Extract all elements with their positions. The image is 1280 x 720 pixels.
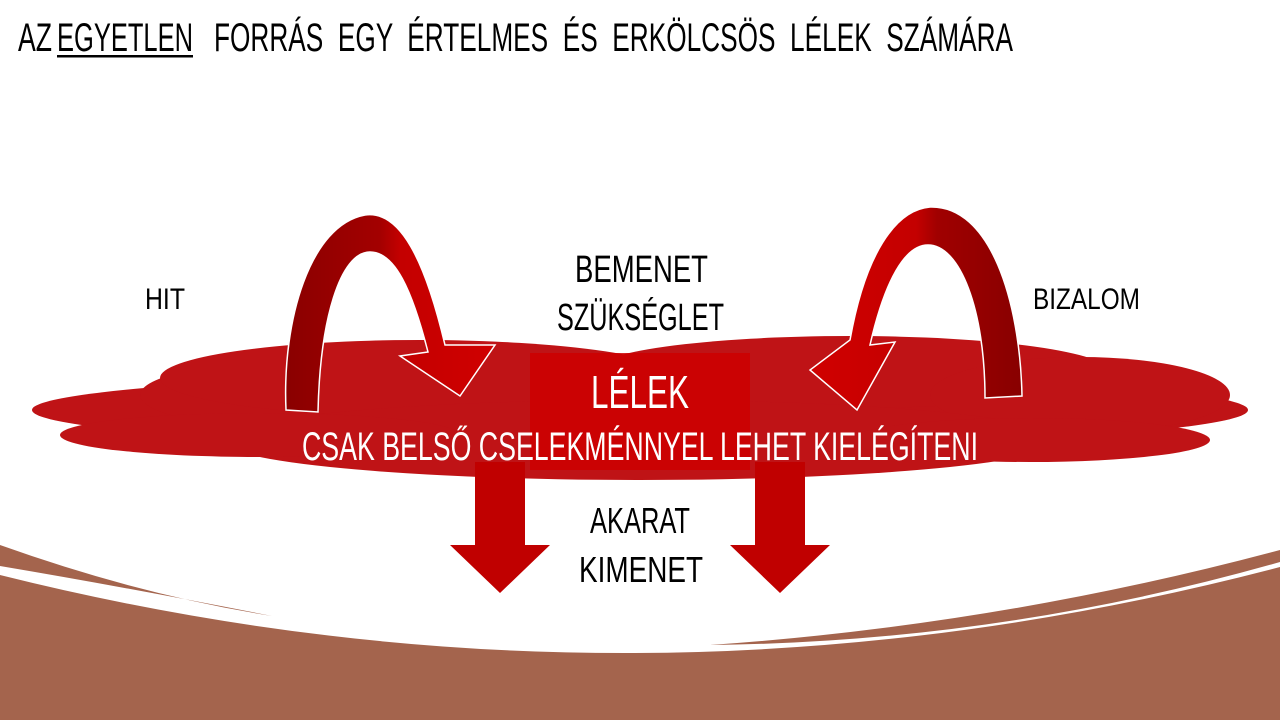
label-bemenet: BEMENET	[575, 249, 708, 291]
label-bizalom: BIZALOM	[1033, 283, 1140, 316]
title-prefix: AZ	[18, 16, 52, 60]
left-down-arrow	[450, 462, 550, 593]
label-lelek: LÉLEK	[591, 366, 689, 418]
label-kimenet: KIMENET	[579, 549, 703, 590]
title-rest: FORRÁS EGY ÉRTELMES ÉS ERKÖLCSÖS LÉLEK S…	[214, 15, 1013, 60]
title-underline	[57, 55, 193, 58]
right-down-arrow	[730, 462, 830, 593]
left-curved-arrow	[284, 214, 497, 413]
label-center-subtitle: CSAK BELSŐ CSELEKMÉNNYEL LEHET KIELÉGÍTE…	[302, 424, 978, 469]
bottom-wave-decoration	[0, 545, 1280, 720]
right-curved-arrow	[808, 206, 1023, 412]
title-underlined-word: EGYETLEN	[57, 16, 193, 60]
slide-title: AZ EGYETLEN FORRÁS EGY ÉRTELMES ÉS ERKÖL…	[18, 15, 1013, 60]
label-hit: HIT	[145, 283, 185, 316]
center-box	[530, 353, 750, 470]
label-szukseglet: SZÜKSÉGLET	[557, 296, 724, 339]
label-akarat: AKARAT	[590, 500, 690, 541]
